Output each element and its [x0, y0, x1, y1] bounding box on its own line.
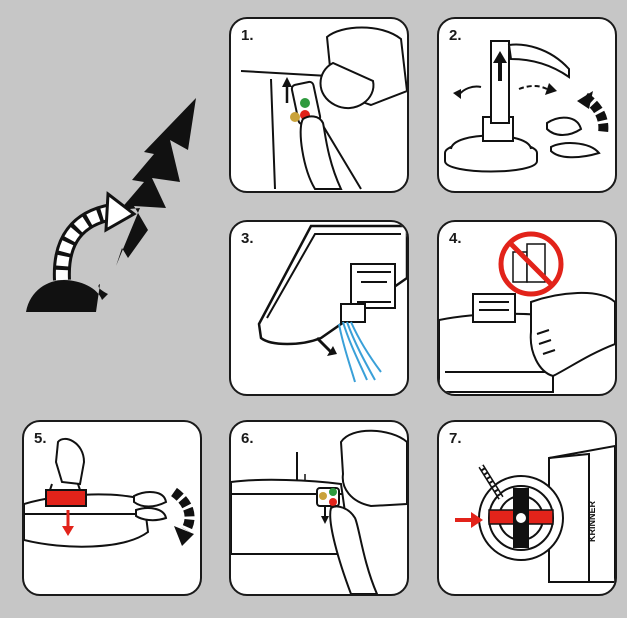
brand-text: KRINNER: [587, 500, 597, 542]
wipe-clean-no-chemicals-icon: [439, 231, 615, 393]
step-number: 3.: [241, 230, 254, 247]
step-number: 5.: [34, 430, 47, 447]
step-6-panel: 6.: [229, 420, 409, 596]
drain-water-icon: [257, 224, 407, 383]
step-number: 7.: [449, 430, 462, 447]
press-release-lever-icon: [240, 26, 407, 190]
step-number: 6.: [241, 430, 254, 447]
tree-removed-from-stand-icon: [26, 98, 196, 312]
step-3-panel: 3.: [229, 220, 409, 396]
step-2-panel: 2.: [437, 17, 617, 193]
press-lever-release-icon: [231, 429, 407, 594]
stand-base: [26, 280, 108, 312]
step-4-panel: 4.: [437, 220, 617, 396]
step-1-panel: 1.: [229, 17, 409, 193]
arrow-head: [104, 191, 137, 233]
tree-silhouette: [116, 98, 196, 266]
step-number: 1.: [241, 27, 254, 44]
push-grip-down-icon: [24, 437, 195, 548]
step-5-panel: 5.: [22, 420, 202, 596]
step-number: 2.: [449, 27, 462, 44]
pull-tube-up-icon: [444, 40, 609, 173]
store-in-box-icon: KRINNER: [455, 444, 615, 583]
step-number: 4.: [449, 230, 462, 247]
step-7-panel: 7. KRINNER: [437, 420, 617, 596]
